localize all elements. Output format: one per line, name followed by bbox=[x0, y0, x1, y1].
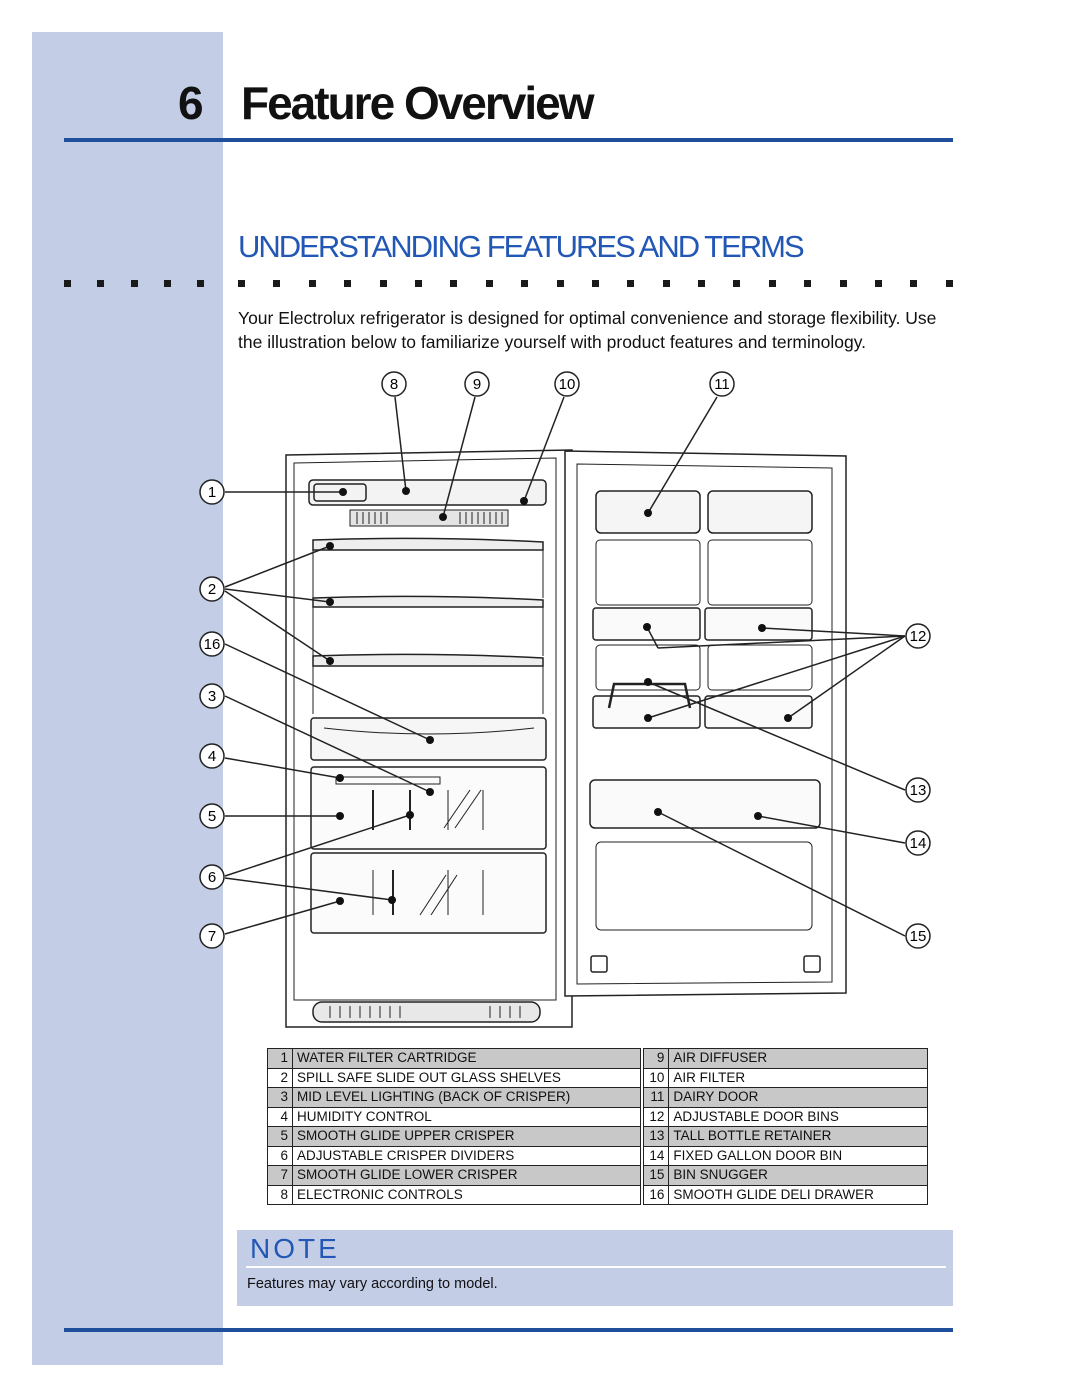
legend-number: 15 bbox=[643, 1165, 670, 1186]
header-rule bbox=[64, 138, 953, 142]
intro-paragraph: Your Electrolux refrigerator is designed… bbox=[238, 308, 937, 352]
refrigerator-diagram: 1 2 16 3 4 5 6 7 8 9 10 11 12 13 14 15 bbox=[199, 371, 931, 1028]
legend-label: AIR DIFFUSER bbox=[668, 1048, 928, 1069]
svg-text:14: 14 bbox=[910, 835, 927, 852]
legend-label: BIN SNUGGER bbox=[668, 1165, 928, 1186]
svg-text:2: 2 bbox=[208, 581, 216, 598]
legend-number: 6 bbox=[267, 1145, 293, 1166]
svg-text:5: 5 bbox=[208, 808, 216, 825]
legend-number: 9 bbox=[643, 1048, 670, 1069]
callout-5: 5 bbox=[199, 803, 225, 829]
svg-text:13: 13 bbox=[910, 782, 927, 799]
chapter-number: 6 bbox=[178, 77, 204, 129]
callout-circles: 1 2 16 3 4 5 6 7 8 9 10 11 12 13 14 15 bbox=[199, 371, 931, 949]
legend-label: SMOOTH GLIDE UPPER CRISPER bbox=[291, 1126, 642, 1147]
note-box: NOTE Features may vary according to mode… bbox=[237, 1230, 953, 1306]
legend-label: AIR FILTER bbox=[668, 1067, 928, 1088]
legend-label: WATER FILTER CARTRIDGE bbox=[291, 1048, 642, 1069]
legend-label: SMOOTH GLIDE DELI DRAWER bbox=[668, 1184, 928, 1205]
legend-number: 4 bbox=[267, 1106, 293, 1127]
legend-number: 14 bbox=[643, 1145, 670, 1166]
callout-15: 15 bbox=[905, 923, 931, 949]
callout-3: 3 bbox=[199, 683, 225, 709]
legend-number: 7 bbox=[267, 1165, 293, 1186]
legend-label: TALL BOTTLE RETAINER bbox=[668, 1126, 928, 1147]
note-title: NOTE bbox=[250, 1233, 340, 1264]
callout-11: 11 bbox=[709, 371, 735, 397]
svg-text:12: 12 bbox=[910, 628, 927, 645]
legend-number: 3 bbox=[267, 1087, 293, 1108]
svg-text:6: 6 bbox=[208, 869, 216, 886]
callout-12: 12 bbox=[905, 623, 931, 649]
section-heading: UNDERSTANDING FEATURES AND TERMS bbox=[238, 229, 805, 264]
chapter-title: Feature Overview bbox=[241, 77, 595, 129]
callout-16: 16 bbox=[199, 631, 225, 657]
side-band bbox=[32, 32, 223, 1365]
legend-label: SMOOTH GLIDE LOWER CRISPER bbox=[291, 1165, 642, 1186]
note-text: Features may vary according to model. bbox=[247, 1276, 498, 1292]
svg-text:9: 9 bbox=[473, 376, 481, 393]
legend-number: 16 bbox=[643, 1184, 670, 1205]
legend-label: DAIRY DOOR bbox=[668, 1087, 928, 1108]
svg-text:16: 16 bbox=[204, 636, 221, 653]
legend-label: MID LEVEL LIGHTING (BACK OF CRISPER) bbox=[291, 1087, 642, 1108]
door bbox=[564, 450, 847, 997]
legend-number: 2 bbox=[267, 1067, 293, 1088]
footer-rule bbox=[64, 1328, 953, 1332]
legend-number: 5 bbox=[267, 1126, 293, 1147]
legend-label: SPILL SAFE SLIDE OUT GLASS SHELVES bbox=[291, 1067, 642, 1088]
leader-dots bbox=[326, 487, 792, 905]
callout-13: 13 bbox=[905, 777, 931, 803]
svg-text:4: 4 bbox=[208, 748, 216, 765]
legend-label: FIXED GALLON DOOR BIN bbox=[668, 1145, 928, 1166]
dot-row-right bbox=[238, 280, 953, 288]
callout-10: 10 bbox=[554, 371, 580, 397]
callout-7: 7 bbox=[199, 923, 225, 949]
callout-1: 1 bbox=[199, 479, 225, 505]
callout-4: 4 bbox=[199, 743, 225, 769]
legend-number: 13 bbox=[643, 1126, 670, 1147]
svg-text:8: 8 bbox=[390, 376, 398, 393]
dot-row-left bbox=[64, 280, 204, 288]
svg-text:10: 10 bbox=[559, 376, 576, 393]
svg-text:3: 3 bbox=[208, 688, 216, 705]
legend-number: 8 bbox=[267, 1184, 293, 1205]
legend-number: 12 bbox=[643, 1106, 670, 1127]
legend-label: ADJUSTABLE CRISPER DIVIDERS bbox=[291, 1145, 642, 1166]
callout-6: 6 bbox=[199, 864, 225, 890]
svg-text:1: 1 bbox=[208, 484, 216, 501]
callout-9: 9 bbox=[464, 371, 490, 397]
legend-label: ADJUSTABLE DOOR BINS bbox=[668, 1106, 928, 1127]
legend-number: 10 bbox=[643, 1067, 670, 1088]
callout-2: 2 bbox=[199, 576, 225, 602]
legend-label: ELECTRONIC CONTROLS bbox=[291, 1184, 642, 1205]
svg-text:11: 11 bbox=[714, 376, 730, 393]
svg-text:7: 7 bbox=[208, 928, 216, 945]
legend-label: HUMIDITY CONTROL bbox=[291, 1106, 642, 1127]
legend-number: 11 bbox=[643, 1087, 670, 1108]
svg-text:15: 15 bbox=[910, 928, 927, 945]
legend-number: 1 bbox=[267, 1048, 293, 1069]
callout-8: 8 bbox=[381, 371, 407, 397]
leader-lines bbox=[224, 396, 906, 937]
callout-14: 14 bbox=[905, 830, 931, 856]
note-divider bbox=[246, 1266, 946, 1268]
